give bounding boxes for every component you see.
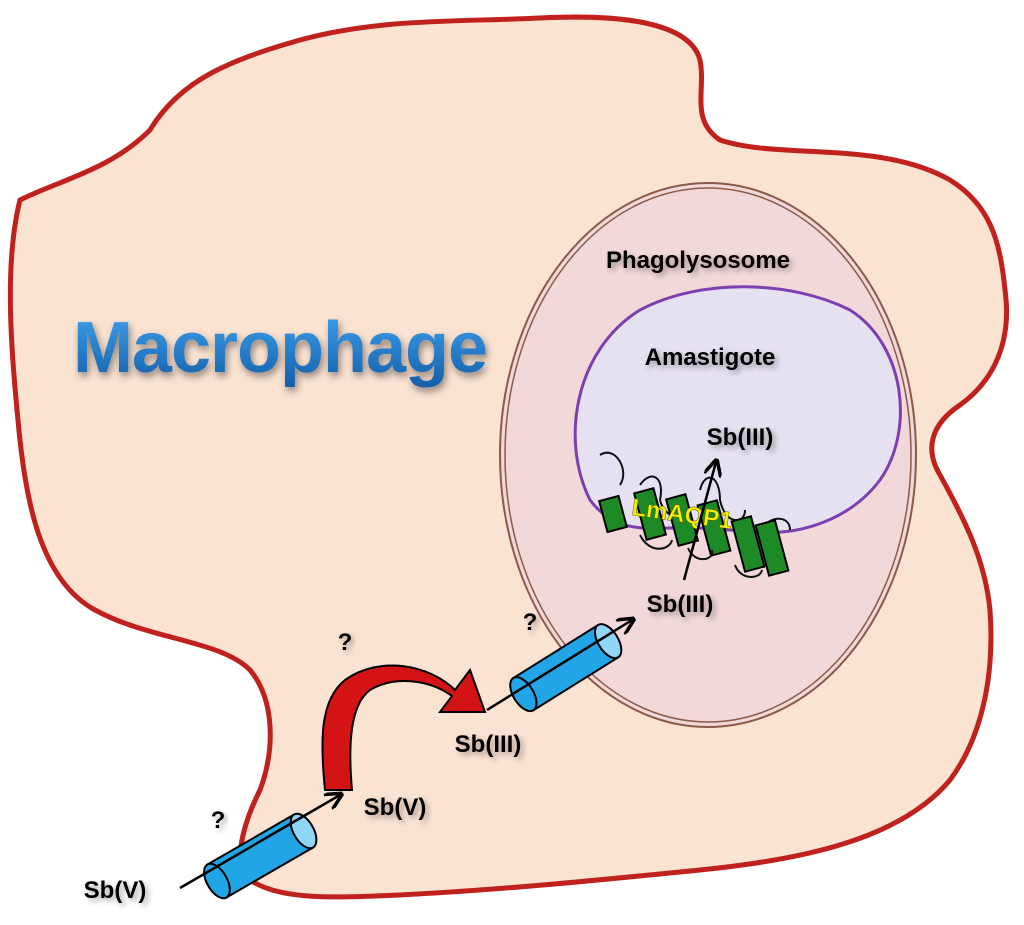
- amastigote: [573, 285, 902, 534]
- unknown-mark-reduction: ?: [338, 629, 353, 656]
- sb-iii-phagolysosome-label: Sb(III): [647, 591, 714, 618]
- sb-v-outside-label: Sb(V): [84, 877, 147, 904]
- phagolysosome-channel-arrow: [486, 620, 632, 712]
- phagolysosome-label: Phagolysosome: [606, 247, 790, 274]
- helix-3: [664, 493, 700, 547]
- amastigote-label: Amastigote: [645, 344, 776, 371]
- phagolysosome-inner-border: [504, 187, 912, 723]
- sb-iii-amastigote-label: Sb(III): [707, 424, 774, 451]
- macrophage-title: Macrophage: [73, 308, 487, 388]
- helix-5: [730, 515, 766, 573]
- reduction-arrow: [321, 664, 487, 791]
- sb-iii-cytosol-label: Sb(III): [455, 731, 522, 758]
- helix-4: [696, 499, 732, 557]
- membrane-channel: [203, 812, 318, 900]
- membrane-channel-arrow: [179, 795, 340, 890]
- transporter-arrow: [682, 462, 716, 581]
- phagolysosome-channel: [509, 623, 623, 713]
- helix-1: [597, 494, 629, 534]
- unknown-mark-membrane-channel: ?: [211, 807, 226, 834]
- sb-v-inside-label: Sb(V): [364, 794, 427, 821]
- helix-6: [754, 519, 790, 577]
- helix-2: [632, 487, 668, 541]
- transporter-loops-lower: [639, 534, 763, 578]
- lmaqp1-transporter: LmAQP1: [597, 451, 791, 581]
- unknown-mark-phagolysosome-channel: ?: [523, 609, 538, 636]
